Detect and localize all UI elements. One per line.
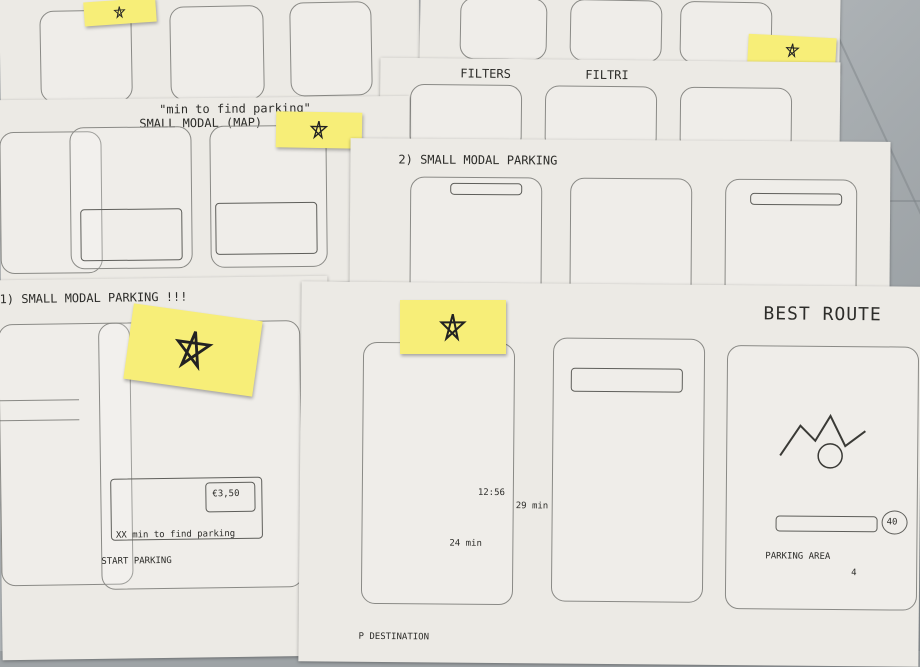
route-sketch-icon [779,413,866,469]
handwritten-price: €3,50 [212,488,240,500]
handwritten-time: 29 min [515,501,549,512]
sticky-note [83,0,157,27]
star-sketch-icon [309,121,329,140]
sketch-box [215,201,318,255]
handwritten-label: P DESTINATION [358,631,430,643]
sketch-box [570,367,683,393]
sticky-note [275,111,363,149]
handwritten-label: PARKING AREA [765,551,831,562]
phone-wireframe [360,341,516,606]
floor-tile-seam [870,200,920,202]
handwritten-button: START PARKING [101,555,172,567]
handwritten-number: 40 [886,517,898,528]
star-sketch-icon [785,43,800,58]
handwritten-time: 24 min [449,538,482,549]
phone-wireframe [569,0,663,63]
sticky-note [123,303,263,397]
sketch-sheet-small-modal-parking-2: 2) SMALL MODAL PARKING [349,138,891,304]
sketch-box [450,182,523,196]
handwritten-title: BEST ROUTE [763,303,882,326]
phone-wireframe [459,0,548,61]
phone-wireframe [289,1,373,97]
star-sketch-icon [439,313,467,342]
sticky-note [400,300,506,354]
sketch-sheet-best-route: BEST ROUTE 29 min 12:56 24 min P DESTINA… [298,281,920,667]
handwritten-time: 12:56 [477,487,505,499]
handwritten-label: FILTERS [460,66,511,81]
handwritten-label: FILTRI [585,67,629,83]
star-sketch-icon [113,6,127,19]
handwritten-label: XX min to find parking [115,529,236,541]
sketch-box [80,208,183,262]
handwritten-title: 1) SMALL MODAL PARKING !!! [0,289,188,307]
sketch-box [750,192,843,206]
star-sketch-icon [174,331,214,372]
phone-wireframe [169,5,265,101]
handwritten-title: 2) SMALL MODAL PARKING [398,152,558,168]
handwritten-number: 4 [851,568,857,579]
sticky-note [747,33,837,67]
sketch-box [775,515,878,533]
